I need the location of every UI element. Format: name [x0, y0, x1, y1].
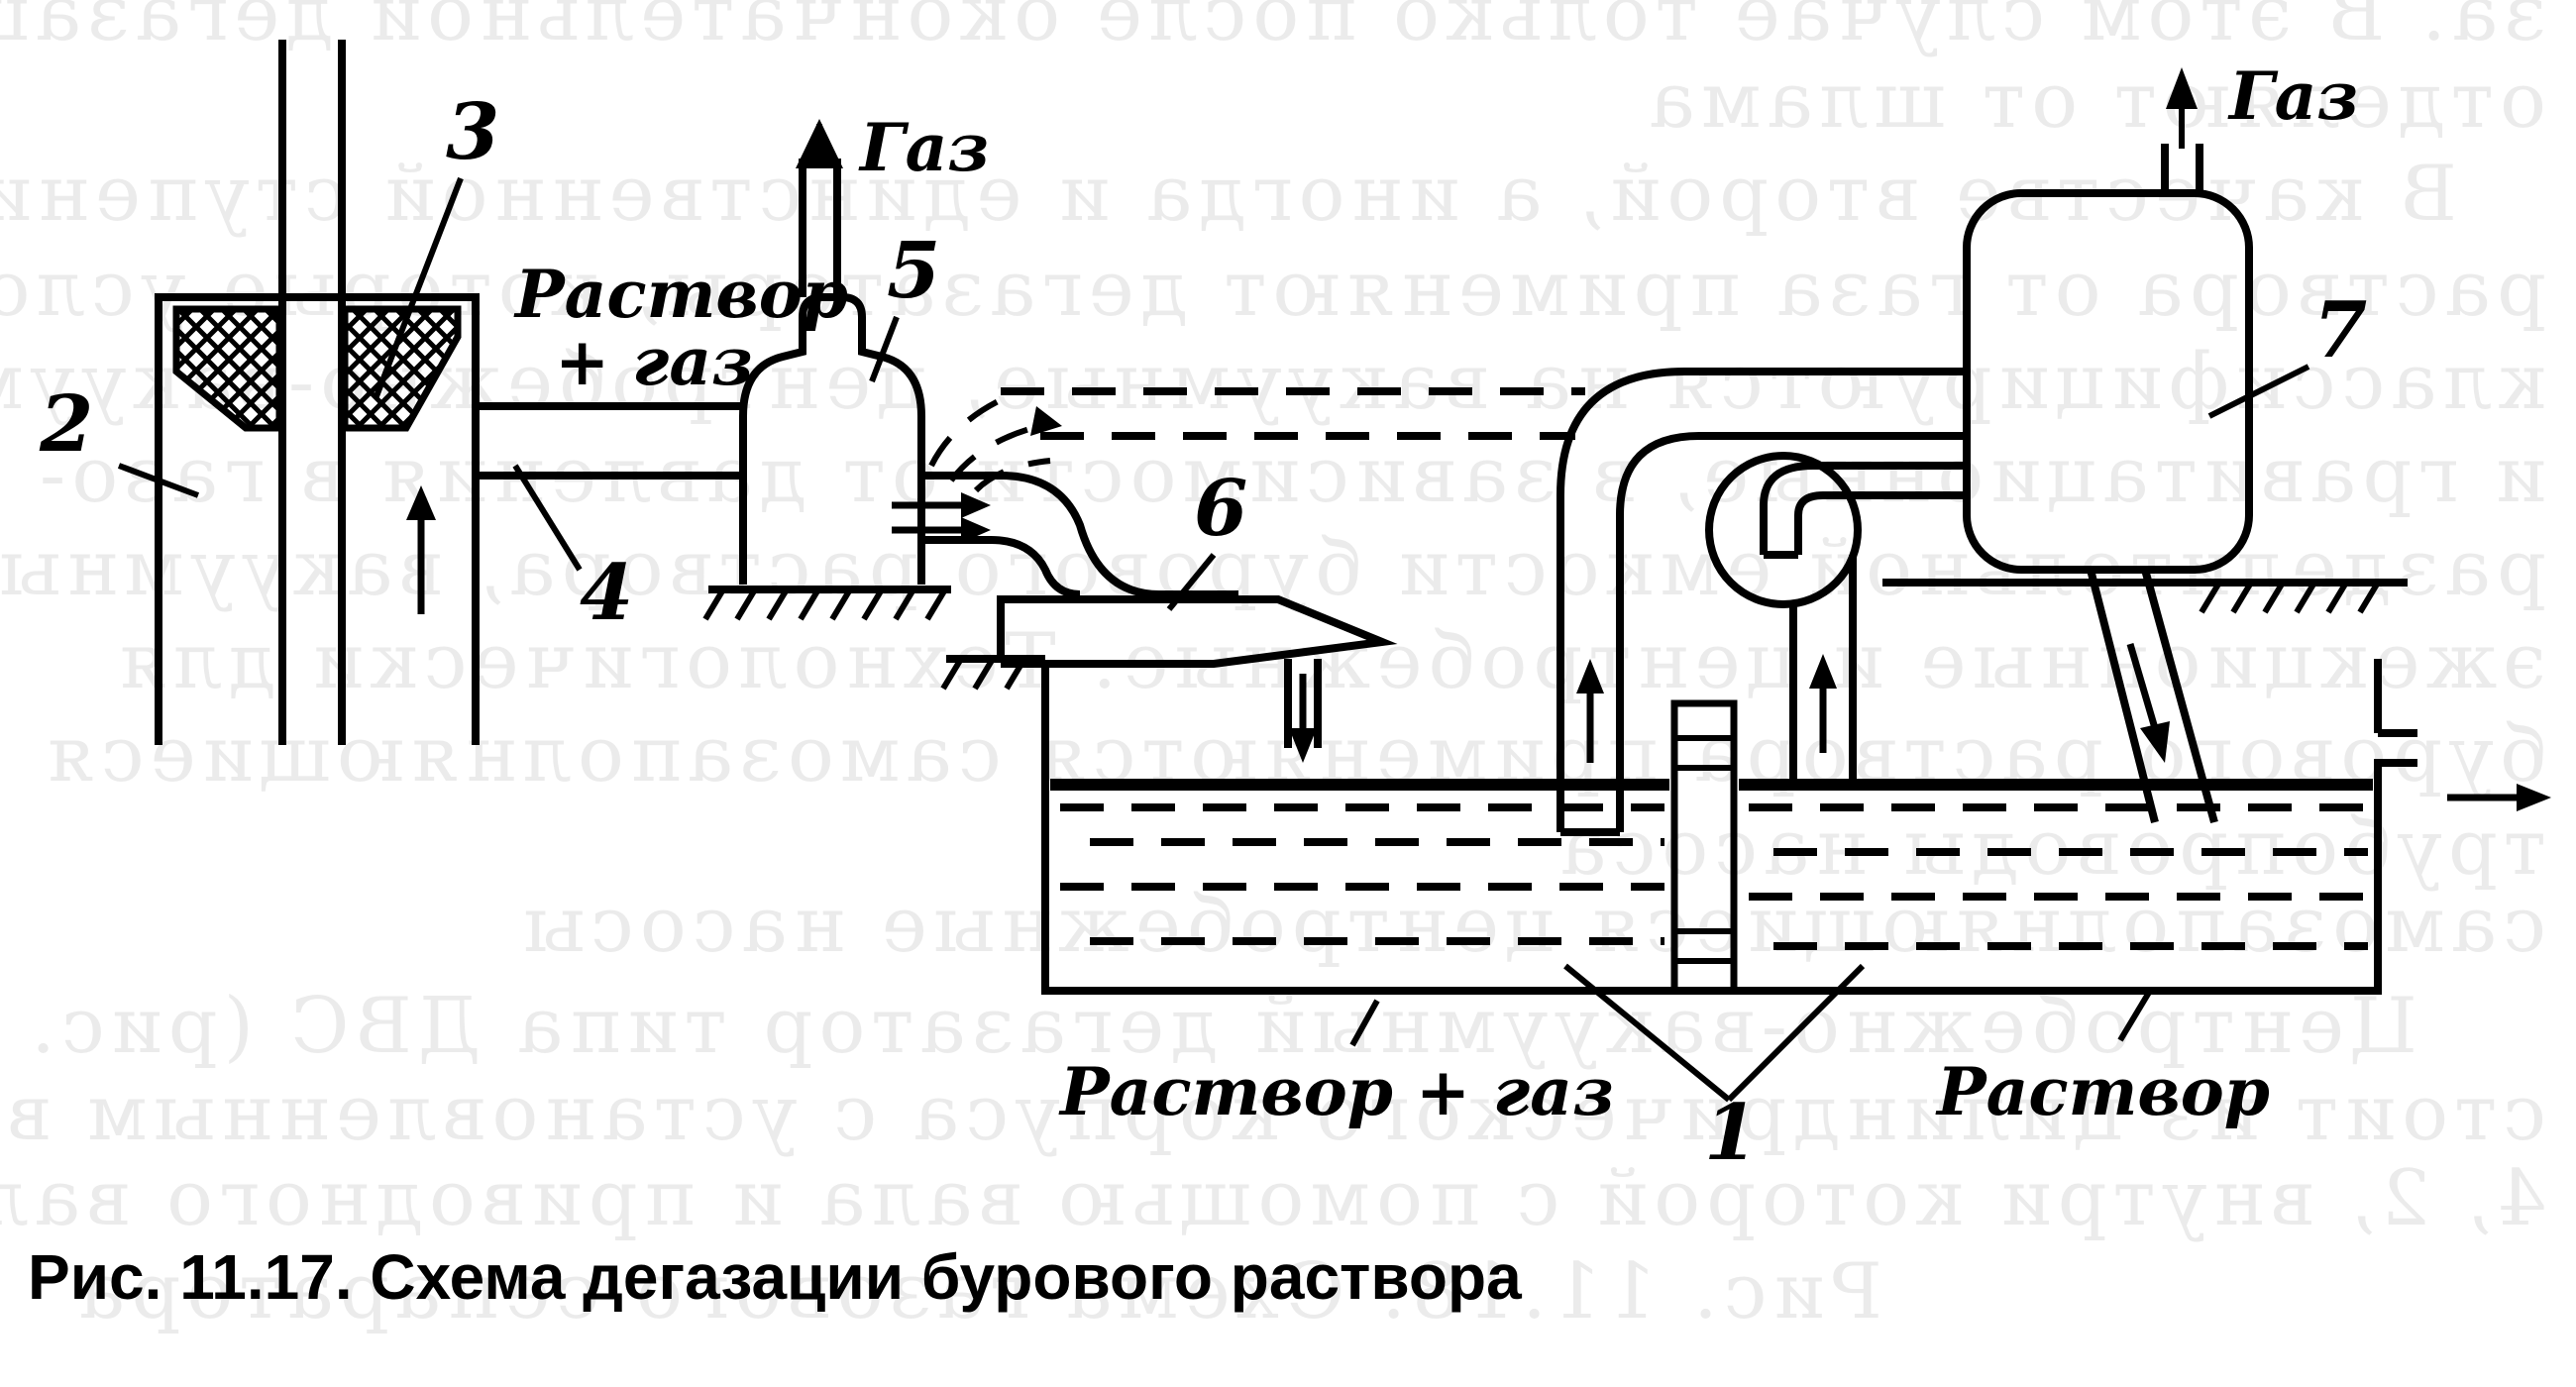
- arrowhead: [1030, 406, 1062, 436]
- dashed-gas-line: [1001, 387, 1585, 440]
- label-3: 3: [446, 87, 499, 177]
- label-solution-gas-top-2: + газ: [555, 323, 753, 400]
- label-solution-bottom: Раствор: [1935, 1053, 2270, 1130]
- trough-6: [892, 388, 1398, 763]
- pump-wheel: [1705, 452, 1862, 608]
- down-arrow-7: [2126, 643, 2159, 729]
- label-2: 2: [39, 379, 93, 470]
- arrowhead: [2517, 784, 2551, 811]
- arrowhead: [961, 492, 991, 518]
- label-solution-gas-top-1: Раствор: [513, 256, 848, 333]
- suction-pipe-outer: [1556, 368, 1967, 832]
- suction-pipe-inner: [1616, 432, 1967, 832]
- trough-body: [997, 595, 1398, 668]
- arrowhead: [1289, 728, 1317, 763]
- spray-arc: [973, 458, 1051, 493]
- label-gas-right: Газ: [2227, 57, 2358, 135]
- arrowhead: [406, 485, 436, 520]
- discharge-pipe-bottom: [921, 536, 1081, 598]
- label-5: 5: [887, 226, 940, 316]
- outlet-leg-left: [2087, 569, 2159, 823]
- partition: [1670, 699, 1738, 995]
- figure-caption: Рис. 11.17. Схема дегазации бурового рас…: [28, 1241, 1522, 1313]
- label-1: 1: [1704, 1088, 1758, 1178]
- separator-5: [702, 119, 951, 621]
- arrowhead: [1809, 654, 1837, 689]
- pump-inlet-tube-inner: [1794, 491, 1967, 555]
- leader-1b: [1726, 963, 1866, 1103]
- tank-1: [940, 655, 2551, 1103]
- tank-wall: [1041, 664, 2417, 995]
- label-4: 4: [580, 548, 633, 638]
- leader-3: [374, 176, 464, 398]
- leader-4: [512, 464, 583, 572]
- label-6: 6: [1194, 464, 1247, 554]
- wellhead: [117, 40, 743, 745]
- vacuum-chamber: [1963, 189, 2253, 574]
- discharge-pipe-top: [921, 472, 1238, 598]
- leader-2: [117, 463, 200, 498]
- seal-3-left: [172, 305, 283, 432]
- leader-6: [1166, 553, 1217, 611]
- gas-arrowhead: [2166, 67, 2198, 109]
- label-solution-gas-bottom: Раствор + газ: [1058, 1053, 1614, 1130]
- leader-1a: [1563, 963, 1731, 1103]
- label-gas-left: Газ: [858, 109, 989, 186]
- arrowhead: [1576, 659, 1604, 694]
- leader-bottom-left: [1349, 999, 1380, 1047]
- separator-body: [739, 293, 925, 585]
- spray-arc: [948, 423, 1041, 482]
- ground-hatch: [702, 587, 948, 621]
- casing-2: [155, 293, 480, 745]
- pump-inlet-tube: [1760, 462, 1967, 555]
- degasser-7: [1556, 67, 2408, 836]
- ground-hatch: [2199, 581, 2381, 614]
- ground-hatch: [940, 657, 1027, 691]
- leader-7: [2207, 364, 2310, 419]
- label-7: 7: [2313, 285, 2367, 375]
- seal-3-right: [341, 305, 462, 432]
- outlet-leg-right: [2141, 568, 2218, 824]
- spray-arc: [928, 388, 1022, 468]
- arrowhead: [961, 517, 991, 543]
- leader-5: [869, 315, 900, 383]
- arrowhead: [2140, 721, 2170, 763]
- leader-bottom-right: [2117, 989, 2153, 1042]
